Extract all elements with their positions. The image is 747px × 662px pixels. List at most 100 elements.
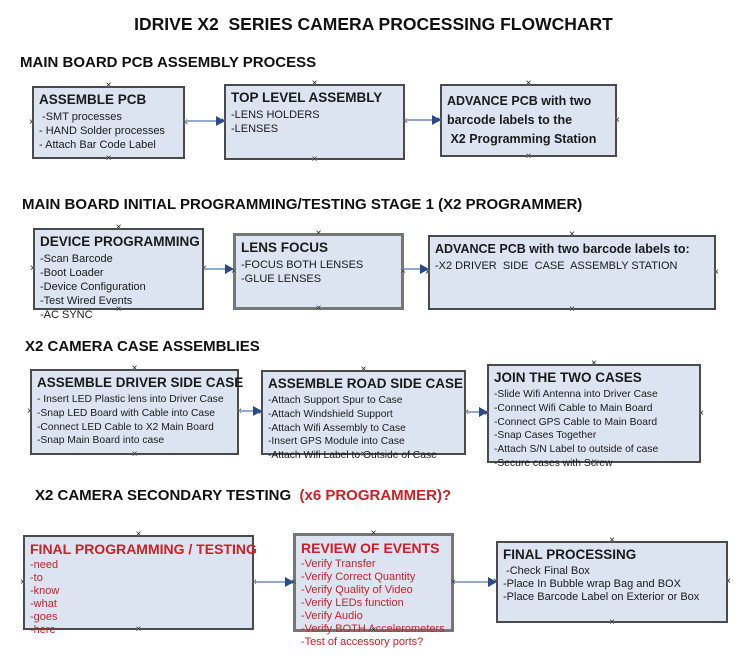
- connection-handle-icon: ×: [105, 80, 112, 91]
- connection-handle-icon: ×: [614, 114, 620, 126]
- box-item: -need: [30, 559, 59, 571]
- box-item: -Check Final Box: [503, 565, 590, 577]
- flow-box-final-processing: × × × × FINAL PROCESSING -Check Final Bo…: [493, 536, 731, 628]
- connection-handle-icon: ×: [30, 263, 36, 274]
- flow-box-assemble-pcb: × × × × ASSEMBLE PCB -SMT processes - HAN…: [29, 81, 188, 164]
- box-item: - Insert LED Plastic lens into Driver Ca…: [37, 394, 224, 405]
- connection-handle-icon: ×: [131, 363, 138, 374]
- box-item: -FOCUS BOTH LENSES: [241, 259, 364, 271]
- box-item: -Attach Windshield Support: [268, 408, 393, 420]
- arrow-line: [466, 411, 481, 413]
- connection-handle-icon: ×: [27, 406, 33, 417]
- section-header-secondary-testing-black: X2 CAMERA SECONDARY TESTING: [35, 487, 296, 504]
- box-items: -Slide Wifi Antenna into Driver Case-Con…: [494, 388, 694, 471]
- box-item: -Attach S/N Label to outside of case: [494, 444, 659, 456]
- box-item: -X2 DRIVER SIDE CASE ASSEMBLY STATION: [435, 260, 678, 272]
- box-item: -Attach Support Spur to Case: [268, 395, 403, 406]
- box-title: FINAL PROCESSING: [503, 547, 637, 562]
- box-item: -Verify Quality of Video: [301, 584, 413, 596]
- connection-handle-icon: ×: [135, 624, 142, 635]
- connection-handle-icon: ×: [135, 529, 142, 540]
- box-item: -SMT processes: [39, 111, 122, 123]
- arrow-head-icon: [225, 264, 234, 274]
- box-items: -SMT processes - HAND Solder processes - A…: [39, 110, 178, 152]
- box-item: - Attach Bar Code Label: [39, 139, 156, 151]
- connection-handle-icon: ×: [315, 228, 322, 239]
- arrow-head-icon: [432, 115, 441, 125]
- box-title: DEVICE PROGRAMMING: [40, 234, 200, 249]
- connection-handle-icon: ×: [311, 154, 318, 165]
- box-item: -Verify LEDs function: [301, 597, 404, 609]
- box-title: ASSEMBLE PCB: [39, 92, 147, 107]
- flow-box-top-level-assembly: × × × × TOP LEVEL ASSEMBLY -LENS HOLDERS…: [221, 79, 408, 165]
- connection-handle-icon: ×: [370, 625, 377, 636]
- connection-handle-icon: ×: [400, 265, 406, 277]
- section-header-secondary-testing: X2 CAMERA SECONDARY TESTING (x6 PROGRAMM…: [35, 487, 451, 504]
- connection-handle-icon: ×: [591, 457, 597, 468]
- box-title: FINAL PROGRAMMING / TESTING: [30, 541, 257, 557]
- connection-handle-icon: ×: [609, 617, 615, 628]
- connection-handle-icon: ×: [131, 449, 138, 460]
- flow-box-join-the-two-cases: × × × × JOIN THE TWO CASES -Slide Wifi A…: [484, 359, 704, 469]
- box-title: ADVANCE PCB with two barcode labels to:: [435, 242, 690, 256]
- box-item: -goes: [30, 611, 58, 623]
- box-items: -FOCUS BOTH LENSES-GLUE LENSES: [241, 258, 396, 286]
- box-title: LENS FOCUS: [241, 240, 329, 255]
- connection-handle-icon: ×: [609, 535, 615, 546]
- arrow-line: [204, 268, 227, 270]
- box-items: -Attach Support Spur to Case -Attach Wind…: [268, 394, 459, 463]
- box-item: -AC SYNC: [40, 309, 93, 321]
- connection-handle-icon: ×: [591, 358, 597, 369]
- box-item: - HAND Solder processes: [39, 125, 165, 137]
- box-item: -Snap Main Board into case: [37, 435, 165, 447]
- page-title: IDRIVE X2 SERIES CAMERA PROCESSING FLOWC…: [134, 14, 613, 34]
- arrow-head-icon: [253, 406, 262, 416]
- flow-arrow: [454, 577, 497, 587]
- connection-handle-icon: ×: [29, 116, 35, 128]
- box-item: -Attach Wifi Label to Outside of Case: [268, 450, 437, 462]
- box-item: -to: [30, 572, 43, 584]
- box-item: -Attach Wifi Assembly to Case: [268, 422, 406, 434]
- arrow-line: [254, 581, 287, 583]
- box-item: -Verify Audio: [301, 610, 363, 622]
- box-title: ASSEMBLE DRIVER SIDE CASE: [37, 375, 244, 390]
- arrow-head-icon: [285, 577, 294, 587]
- connection-handle-icon: ×: [370, 528, 377, 539]
- connection-handle-icon: ×: [525, 78, 532, 89]
- section-header-initial-programming: MAIN BOARD INITIAL PROGRAMMING/TESTING S…: [22, 196, 583, 213]
- connection-handle-icon: ×: [182, 116, 188, 128]
- flow-box-advance-pcb-to-programming-station: × × × × ADVANCE PCB with two barcode lab…: [437, 79, 620, 162]
- connection-handle-icon: ×: [115, 222, 122, 233]
- flow-box-device-programming: × × × × DEVICE PROGRAMMING -Scan Barcode…: [30, 223, 207, 322]
- arrow-head-icon: [479, 407, 488, 417]
- box-item: -Verify Correct Quantity: [301, 571, 416, 583]
- flow-arrow: [405, 115, 441, 125]
- connection-handle-icon: ×: [525, 151, 532, 162]
- box-title: REVIEW OF EVENTS: [301, 540, 440, 556]
- connection-handle-icon: ×: [402, 116, 408, 127]
- arrow-line: [454, 581, 490, 583]
- connection-handle-icon: ×: [105, 153, 112, 164]
- box-item: -Connect Wifi Cable to Main Board: [494, 402, 653, 414]
- box-title: ASSEMBLE ROAD SIDE CASE: [268, 376, 464, 391]
- box-item: -Secure cases with Screw: [494, 457, 613, 469]
- arrow-head-icon: [420, 264, 429, 274]
- section-header-pcb-assembly: MAIN BOARD PCB ASSEMBLY PROCESS: [20, 54, 317, 71]
- box-item: -Test of accessory ports?: [301, 636, 424, 648]
- box-items: -Scan Barcode-Boot Loader-Device Configu…: [40, 252, 197, 322]
- box-item: -Place Barcode Label on Exterior or Box: [503, 591, 700, 603]
- box-item: -LENSES: [231, 123, 279, 135]
- flow-arrow: [466, 407, 488, 417]
- section-header-case-assemblies: X2 CAMERA CASE ASSEMBLIES: [25, 338, 260, 355]
- connection-handle-icon: ×: [713, 266, 719, 278]
- section-header-secondary-testing-red: (x6 PROGRAMMER)?: [295, 487, 452, 504]
- connection-handle-icon: ×: [360, 449, 367, 460]
- flow-box-final-programming-testing: × × × × FINAL PROGRAMMING / TESTING -nee…: [20, 530, 257, 637]
- connection-handle-icon: ×: [698, 407, 704, 419]
- flow-box-advance-pcb-to-driver-side-station: × × × × ADVANCE PCB with two barcode lab…: [425, 230, 719, 315]
- box-item: -Scan Barcode: [40, 253, 113, 265]
- flow-arrow: [254, 577, 294, 587]
- box-items: -Verify Transfer-Verify Correct Quantity…: [301, 558, 446, 649]
- box-title: TOP LEVEL ASSEMBLY: [231, 90, 383, 105]
